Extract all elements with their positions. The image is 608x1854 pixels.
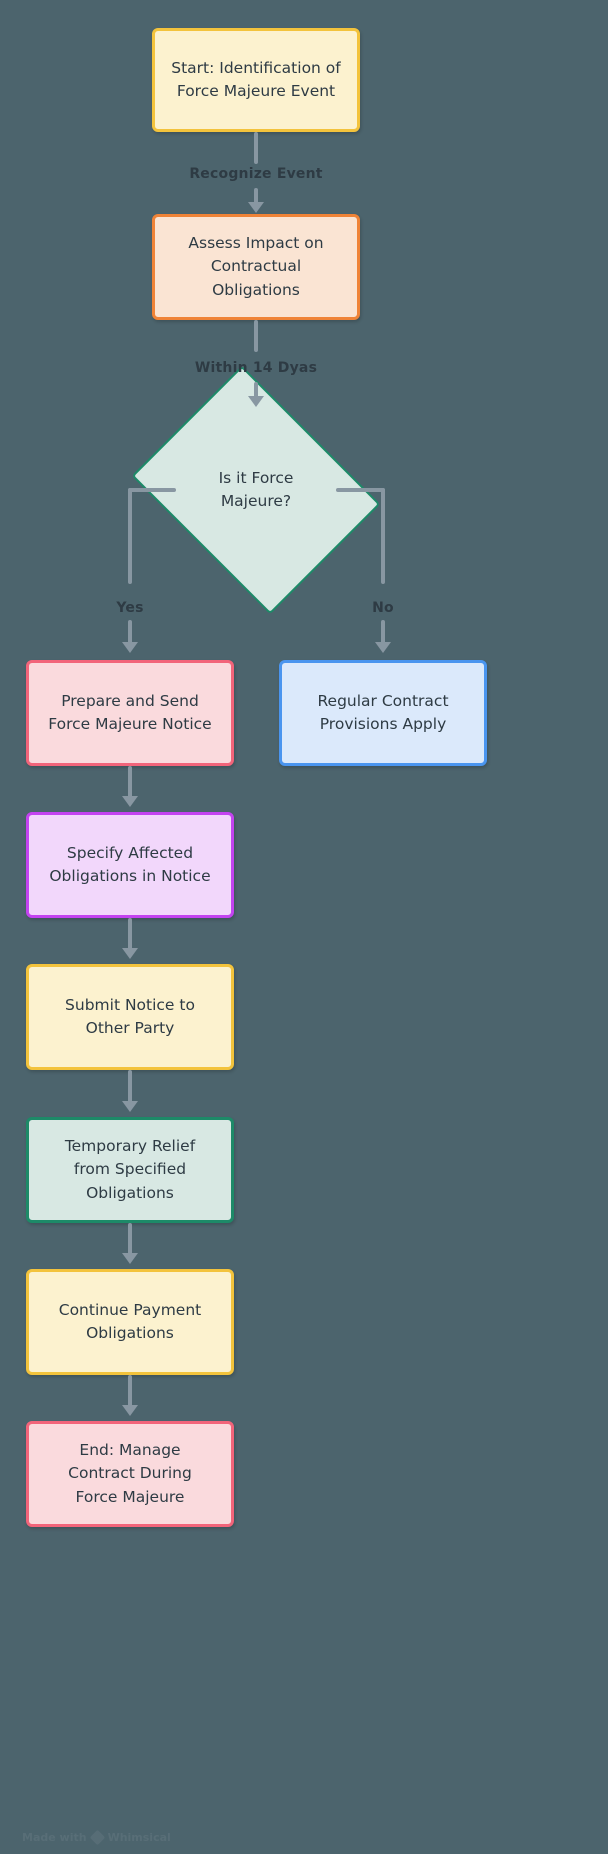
connector-label-to-assess [254,188,258,204]
connector-decision-yes-horizontal [128,488,176,492]
connector-decision-no-vertical [381,488,385,584]
whimsical-diamond-icon [89,1829,105,1846]
node-regular-contract-provisions-label: Regular Contract Provisions Apply [317,691,449,733]
node-temporary-relief-label: Temporary Relief from Specified Obligati… [64,1137,196,1202]
connector-decision-yes-vertical [128,488,132,584]
arrowhead-to-payment [122,1253,138,1264]
arrowhead-to-regular-contract [375,642,391,653]
connector-assess-to-label [254,320,258,352]
node-decision-label: Is it Force Majeure? [218,468,294,510]
node-end-manage-contract[interactable]: End: Manage Contract During Force Majeur… [26,1421,234,1527]
node-specify-affected-obligations[interactable]: Specify Affected Obligations in Notice [26,812,234,918]
connector-notice-to-specify [128,766,132,798]
arrowhead-to-specify [122,796,138,807]
arrowhead-to-end [122,1405,138,1416]
node-continue-payment-label: Continue Payment Obligations [58,1300,202,1342]
node-decision-is-force-majeure[interactable]: Is it Force Majeure? [131,365,381,615]
node-start-label: Start: Identification of Force Majeure E… [171,58,341,100]
arrowhead-to-submit [122,948,138,959]
connector-relief-to-payment [128,1223,132,1255]
whimsical-watermark: Made with Whimsical [22,1829,171,1846]
node-submit-notice[interactable]: Submit Notice to Other Party [26,964,234,1070]
connector-label-to-decision [254,382,258,398]
arrowhead-to-relief [122,1101,138,1112]
node-end-manage-contract-label: End: Manage Contract During Force Majeur… [68,1441,192,1506]
connector-payment-to-end [128,1375,132,1407]
arrowhead-to-prepare-notice [122,642,138,653]
node-temporary-relief[interactable]: Temporary Relief from Specified Obligati… [26,1117,234,1223]
edge-label-yes: Yes [116,600,144,616]
node-submit-notice-label: Submit Notice to Other Party [65,995,195,1037]
node-prepare-send-notice[interactable]: Prepare and Send Force Majeure Notice [26,660,234,766]
made-with-label: Made with [22,1831,87,1844]
edge-label-no: No [372,600,394,616]
node-specify-affected-obligations-label: Specify Affected Obligations in Notice [49,843,211,885]
node-start[interactable]: Start: Identification of Force Majeure E… [152,28,360,132]
connector-start-to-label [254,132,258,164]
connector-yes-to-notice [128,620,132,644]
edge-label-recognize-event: Recognize Event [189,166,323,182]
node-assess-impact-label: Assess Impact on Contractual Obligations [188,234,324,299]
connector-specify-to-submit [128,918,132,950]
arrowhead-to-assess [248,202,264,213]
connector-submit-to-relief [128,1070,132,1103]
connector-decision-no-horizontal [336,488,385,492]
edge-label-within-14-days: Within 14 Dyas [194,360,318,376]
whimsical-brand-label: Whimsical [107,1831,171,1844]
arrowhead-to-decision [248,396,264,407]
connector-no-to-regular [381,620,385,644]
node-assess-impact[interactable]: Assess Impact on Contractual Obligations [152,214,360,320]
node-regular-contract-provisions[interactable]: Regular Contract Provisions Apply [279,660,487,766]
node-prepare-send-notice-label: Prepare and Send Force Majeure Notice [48,691,212,733]
node-continue-payment[interactable]: Continue Payment Obligations [26,1269,234,1375]
